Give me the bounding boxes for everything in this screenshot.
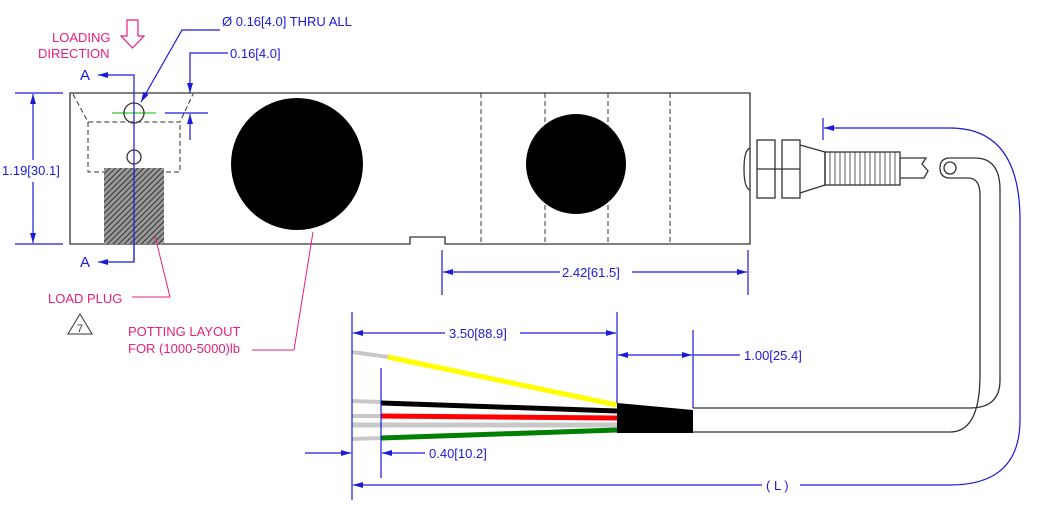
wire-leads [351, 350, 693, 441]
gauge-pocket-small [526, 114, 626, 214]
hole-callout: Ø 0.16[4.0] THRU ALL [222, 14, 352, 29]
wire-green [380, 427, 618, 441]
strip-length-dim: 0.40[10.2] [429, 446, 487, 461]
loading-direction-arrow-icon [119, 19, 146, 49]
potting-length-dim: 1.00[25.4] [744, 348, 802, 363]
load-plug-label: LOAD PLUG [48, 291, 122, 306]
potting-layout-label-2: FOR (1000-5000)lb [128, 341, 240, 356]
wire-black [380, 400, 618, 414]
loading-direction-label: LOADING [52, 30, 111, 45]
gauge-pocket-large [231, 98, 363, 230]
cable-connector [743, 139, 957, 199]
wire-length-dim: 3.50[88.9] [449, 326, 507, 341]
dimensions [15, 29, 1021, 500]
potting-leader [252, 231, 314, 351]
wire-yellow [387, 354, 618, 408]
section-mark-bottom: A [80, 254, 90, 271]
note-flag-icon: 7 [67, 313, 93, 335]
hole-offset-dim: 0.16[4.0] [230, 46, 281, 61]
svg-text:7: 7 [77, 323, 83, 335]
cable-length-dim: ( L ) [766, 478, 789, 493]
potting-sleeve [617, 403, 693, 433]
load-plug-leader [132, 235, 171, 298]
section-mark-top: A [80, 67, 90, 84]
cable [693, 157, 1001, 433]
beam-body [69, 92, 751, 245]
length-dim: 2.42[61.5] [562, 265, 620, 280]
loading-direction-label-2: DIRECTION [38, 46, 110, 61]
potting-layout-label: POTTING LAYOUT [128, 324, 240, 339]
height-dim: 1.19[30.1] [2, 163, 60, 178]
wire-red [380, 413, 618, 421]
